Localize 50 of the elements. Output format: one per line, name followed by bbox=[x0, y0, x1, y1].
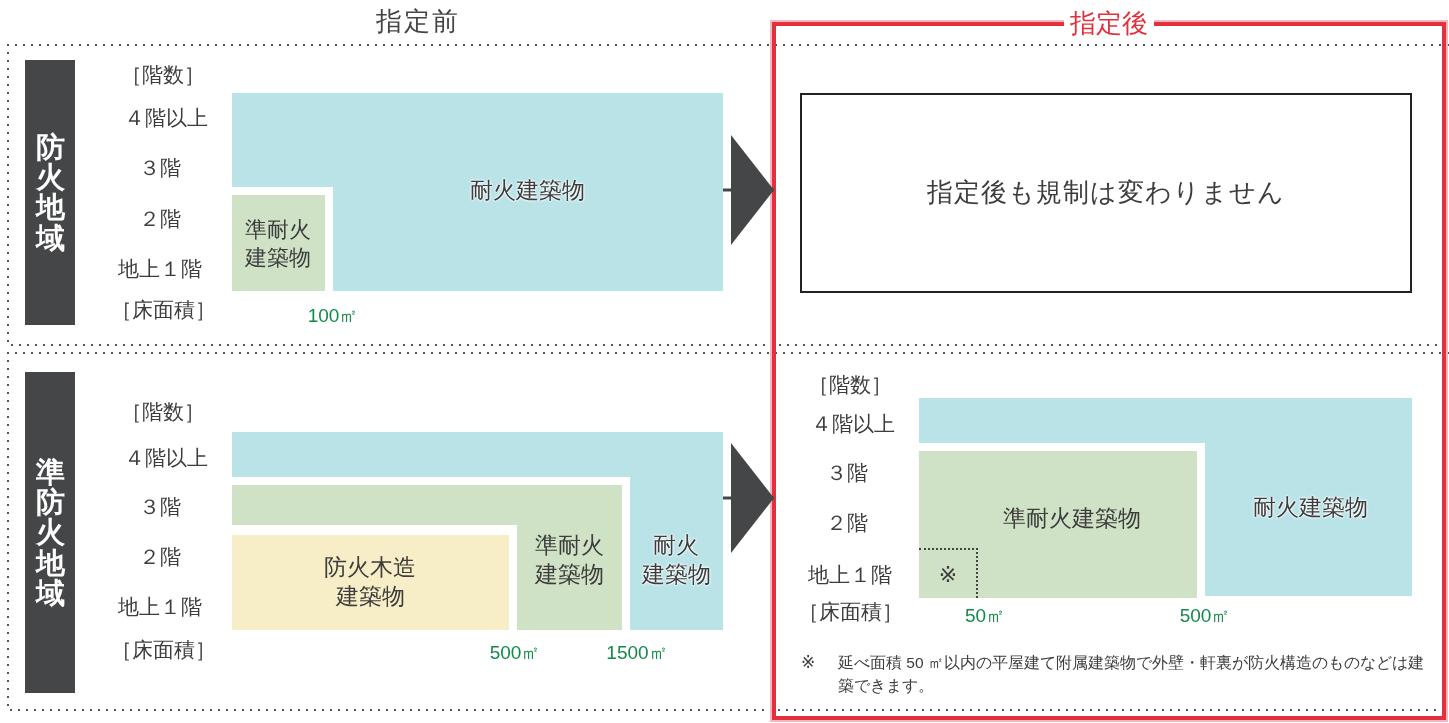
arrow bbox=[723, 443, 774, 553]
block-label: 準耐火建築物 bbox=[245, 215, 311, 271]
axis-label: 地上１階 bbox=[808, 562, 892, 588]
tick-label: 500㎡ bbox=[489, 641, 541, 665]
dotted-area bbox=[919, 548, 978, 598]
block-label: 耐火建築物 bbox=[641, 531, 711, 589]
area-block bbox=[232, 432, 723, 630]
note-mark: ※ bbox=[800, 652, 816, 674]
axis-label: 地上１階 bbox=[118, 256, 202, 282]
axis-label: ２階 bbox=[139, 206, 181, 232]
tick-label: 500㎡ bbox=[1179, 604, 1231, 628]
area-block bbox=[919, 451, 1197, 598]
axis-label: ［床面積］ bbox=[110, 637, 216, 663]
tick-label: 50㎡ bbox=[964, 604, 1006, 628]
axis-label: ２階 bbox=[826, 510, 868, 536]
area-block bbox=[232, 195, 325, 291]
block-label: 耐火建築物 bbox=[1252, 492, 1368, 522]
area-block bbox=[232, 535, 509, 630]
axis-label: ［階数］ bbox=[808, 372, 892, 398]
axis-label: ３階 bbox=[139, 494, 181, 520]
block-label: 準耐火建築物 bbox=[534, 531, 604, 589]
axis-label: ３階 bbox=[139, 155, 181, 181]
block-label: 準耐火建築物 bbox=[1003, 503, 1141, 533]
block-label: 防火木造建築物 bbox=[324, 553, 416, 611]
region-band bbox=[25, 60, 75, 325]
area-block bbox=[232, 485, 622, 630]
region-label: 防火地域 bbox=[35, 131, 65, 254]
note-mark: ※ bbox=[938, 561, 958, 589]
region-label: 準防火地域 bbox=[35, 456, 65, 609]
axis-label: ［床面積］ bbox=[110, 297, 216, 323]
message-box bbox=[800, 93, 1412, 293]
axis-label: ［床面積］ bbox=[797, 599, 903, 625]
region-band bbox=[25, 372, 75, 693]
axis-label: ３階 bbox=[826, 460, 868, 486]
axis-label: ４階以上 bbox=[124, 445, 208, 471]
area-block bbox=[232, 93, 723, 291]
axis-label: ［階数］ bbox=[121, 62, 205, 88]
tick-label: 1500㎡ bbox=[606, 641, 668, 665]
block-label: 耐火建築物 bbox=[469, 175, 585, 205]
footnote: 延べ面積 50 ㎡以内の平屋建て附属建築物で外壁・軒裏が防火構造のものなどは建築できます。 bbox=[838, 653, 1425, 697]
axis-label: ２階 bbox=[139, 544, 181, 570]
axis-label: 地上１階 bbox=[118, 594, 202, 620]
tick-label: 100㎡ bbox=[307, 304, 359, 328]
axis-label: ４階以上 bbox=[124, 105, 208, 131]
area-block bbox=[919, 398, 1412, 596]
axis-label: ４階以上 bbox=[811, 411, 895, 437]
section-title: 指定前 bbox=[376, 6, 460, 38]
message-text: 指定後も規制は変わりません bbox=[927, 177, 1285, 209]
arrow bbox=[723, 135, 774, 245]
axis-label: ［階数］ bbox=[121, 399, 205, 425]
